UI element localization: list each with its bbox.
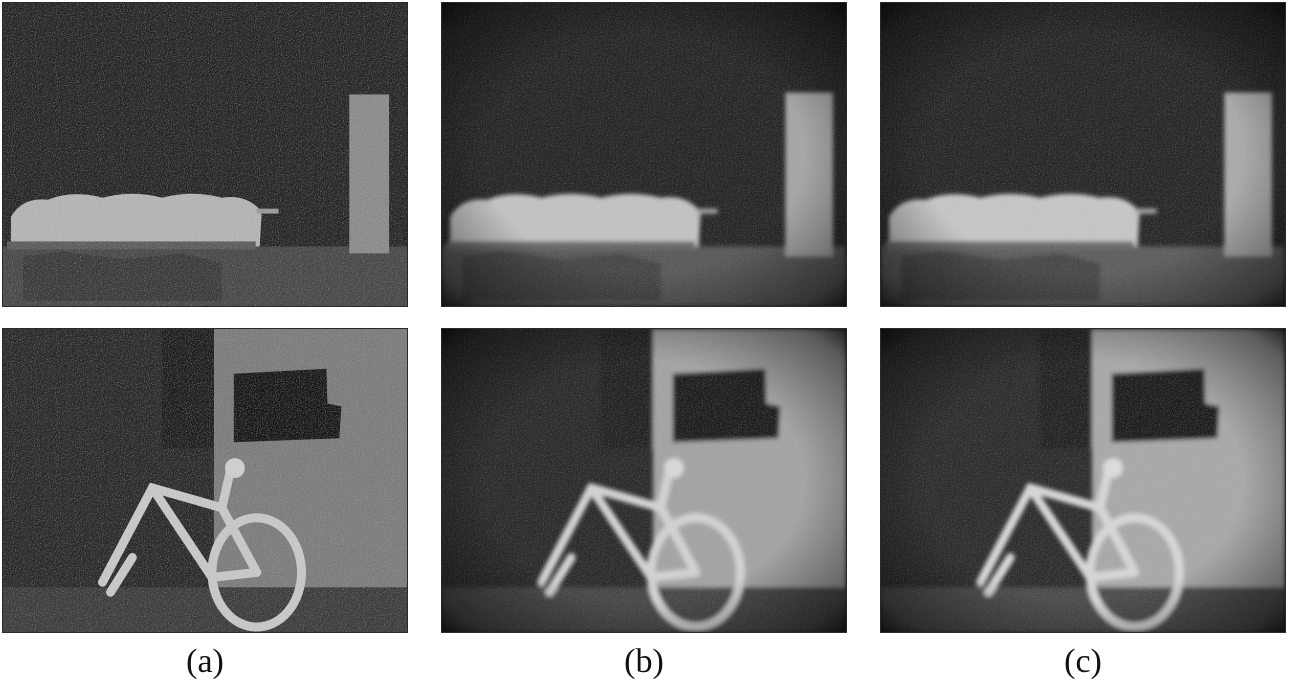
bicycle-scene-raw <box>3 329 407 632</box>
caption-b: (b) <box>624 643 664 680</box>
vehicle-scene-enhanced <box>442 3 846 306</box>
caption-c: (c) <box>1064 643 1102 680</box>
image-panel-a-bottom <box>2 328 408 633</box>
image-panel-b-bottom <box>441 328 847 633</box>
bicycle-scene-enhanced <box>442 329 846 632</box>
image-panel-c-bottom <box>880 328 1286 633</box>
bicycle-scene-enhanced-alt <box>881 329 1285 632</box>
image-panel-a-top <box>2 2 408 307</box>
vehicle-scene-raw <box>3 3 407 306</box>
image-panel-c-top <box>880 2 1286 307</box>
caption-a: (a) <box>186 643 224 680</box>
vehicle-scene-enhanced-alt <box>881 3 1285 306</box>
image-panel-b-top <box>441 2 847 307</box>
